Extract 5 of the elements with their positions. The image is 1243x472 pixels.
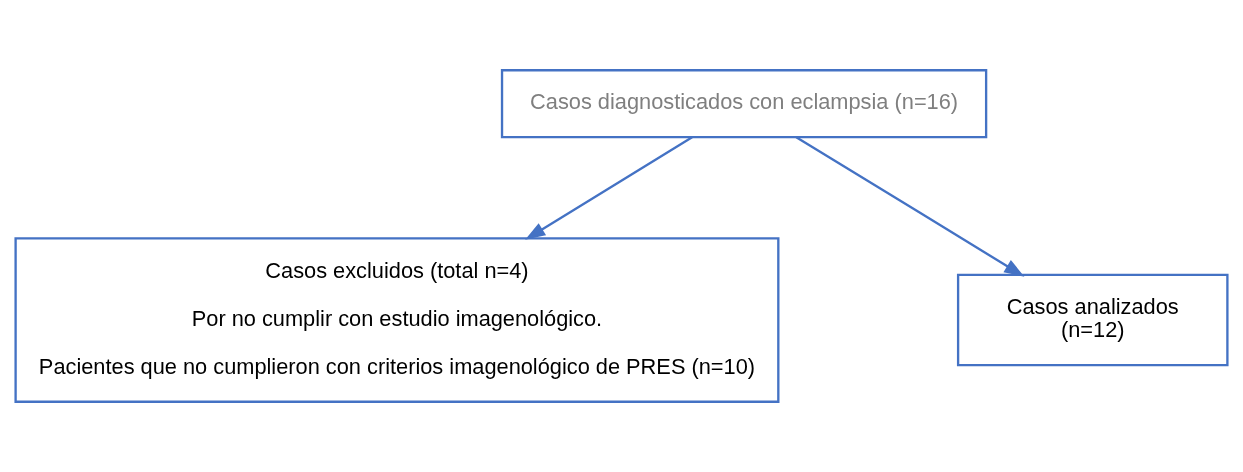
arrow bbox=[525, 136, 693, 240]
arrow bbox=[795, 136, 1025, 277]
node-box: Casos diagnosticados con eclampsia (n=16) bbox=[500, 69, 988, 139]
node-box: Casos analizados (n=12) bbox=[956, 273, 1229, 367]
node-box: Casos excluidos (total n=4) Por no cumplir con estudio imagenológico. Pacientes que no cumplieron con criterios imagenológico de PRES (n=10) bbox=[14, 237, 780, 403]
